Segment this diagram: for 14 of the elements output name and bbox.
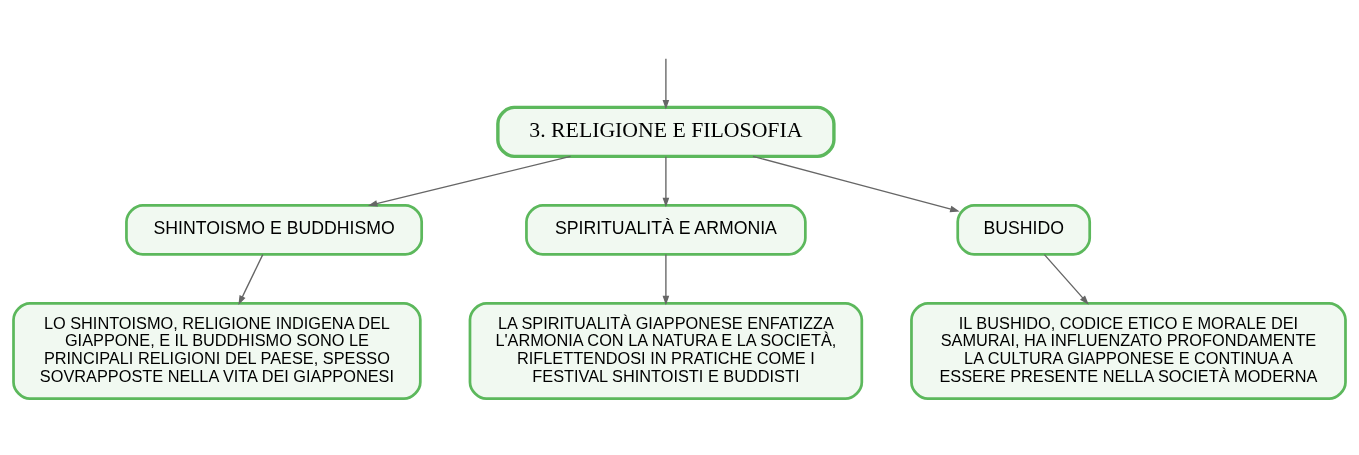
node-box: 3. RELIGIONE E FILOSOFIA xyxy=(496,105,836,158)
arrow xyxy=(662,155,670,207)
arrow xyxy=(752,155,960,212)
node-box: BUSHIDO xyxy=(956,203,1092,256)
arrow xyxy=(662,253,670,305)
node-box: SHINTOISMO E BUDDHISMO xyxy=(125,203,424,256)
arrow xyxy=(1043,253,1089,305)
node-box: LO SHINTOISMO, RELIGIONE INDIGENA DEL GIAPPONE, E IL BUDDHISMO SONO LE PRINCIPALI RELIGIONI DEL PAESE, SPESSO SOVRAPPOSTE NELLA VITA DEI GIAPPONESI xyxy=(12,301,422,400)
node-box: IL BUSHIDO, CODICE ETICO E MORALE DEI SAMURAI, HA INFLUENZATO PROFONDAMENTE LA CULTURA GIAPPONESE E CONTINUA A ESSERE PRESENTE NELLA SOCIETÀ MODERNA xyxy=(910,301,1347,400)
node-box: LA SPIRITUALITÀ GIAPPONESE ENFATIZZA L'ARMONIA CON LA NATURA E LA SOCIETÀ, RIFLETTENDOSI IN PRATICHE COME I FESTIVAL SHINTOISTI E BUDDISTI xyxy=(468,301,864,400)
arrow xyxy=(367,155,572,207)
node-box: SPIRITUALITÀ E ARMONIA xyxy=(525,203,807,256)
arrow xyxy=(238,253,264,305)
arrow xyxy=(662,57,670,109)
